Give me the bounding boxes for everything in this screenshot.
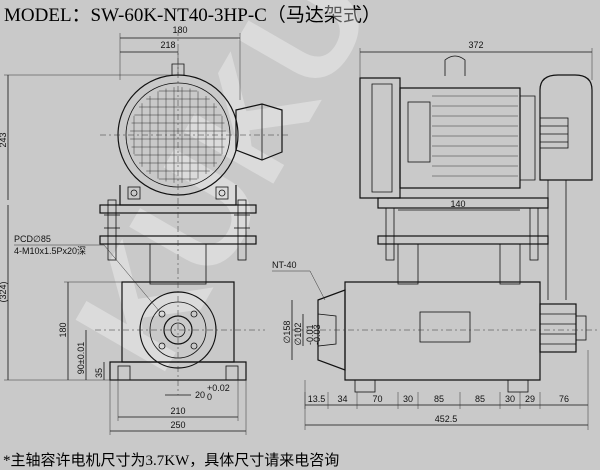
footnote: *主轴容许电机尺寸为3.7KW，具体尺寸请来电咨询 <box>3 453 340 469</box>
pcd-label: PCD∅85 <box>14 234 51 244</box>
chain-dim-6: 30 <box>505 394 515 404</box>
page-title: MODEL：SW-60K-NT40-3HP-C（马达架式） <box>4 5 381 26</box>
dim-35: 35 <box>94 368 104 378</box>
motor-body <box>399 87 521 189</box>
dim-90: 90±0.01 <box>76 342 86 374</box>
cooling-fins <box>432 95 518 177</box>
dim-210: 210 <box>170 406 185 416</box>
spindle-housing-side <box>344 281 541 381</box>
terminal-box-side <box>407 101 431 163</box>
dim-180-side: 180 <box>58 322 68 337</box>
chain-dim-7: 29 <box>525 394 535 404</box>
chain-dim-5: 85 <box>475 394 485 404</box>
chain-dim-1: 34 <box>337 394 347 404</box>
svg-text:+0.02: +0.02 <box>207 383 230 393</box>
dim-218: 218 <box>160 40 175 50</box>
dim-250: 250 <box>170 420 185 430</box>
dim-372: 372 <box>468 40 483 50</box>
dim-dia-102: ∅102 <box>293 323 303 346</box>
dim-452-5: 452.5 <box>435 414 458 424</box>
belt-guard <box>539 74 593 181</box>
chain-dim-3: 30 <box>403 394 413 404</box>
chain-dim-2: 70 <box>372 394 382 404</box>
dim-180-top: 180 <box>172 25 187 35</box>
flange-holes <box>158 310 198 350</box>
eye-bolt-side <box>444 55 466 76</box>
motor-end-cap <box>359 77 401 199</box>
pulley-bottom <box>539 303 587 353</box>
dim-140: 140 <box>450 199 465 209</box>
dim-243: 243 <box>0 132 8 147</box>
dim-dia-158: ∅158 <box>282 321 292 344</box>
pulley-top <box>539 117 569 149</box>
left-view: 180 218 243 (324) PCD∅85 4-M10x1.5Px20深 … <box>0 25 290 435</box>
right-view: 372 140 NT-40 ∅158 ∅102 -0.01 -0.03 13.5… <box>272 40 598 430</box>
chain-dim-4: 85 <box>434 394 444 404</box>
nt40-label: NT-40 <box>272 260 297 270</box>
chain-dim-8: 76 <box>559 394 569 404</box>
dim-20: 20 <box>195 390 205 400</box>
thread-label: 4-M10x1.5Px20深 <box>14 246 86 256</box>
svg-text:-0.03: -0.03 <box>312 324 322 345</box>
svg-text:-0.01: -0.01 <box>305 324 315 345</box>
mount-bolts <box>104 199 250 261</box>
svg-text:0: 0 <box>207 392 212 402</box>
bottom-dimension-chain: 13.5 34 70 30 85 85 30 29 76 <box>304 392 569 409</box>
lower-plate-side <box>377 235 549 245</box>
dim-324: (324) <box>0 281 8 302</box>
chain-dim-0: 13.5 <box>308 394 326 404</box>
